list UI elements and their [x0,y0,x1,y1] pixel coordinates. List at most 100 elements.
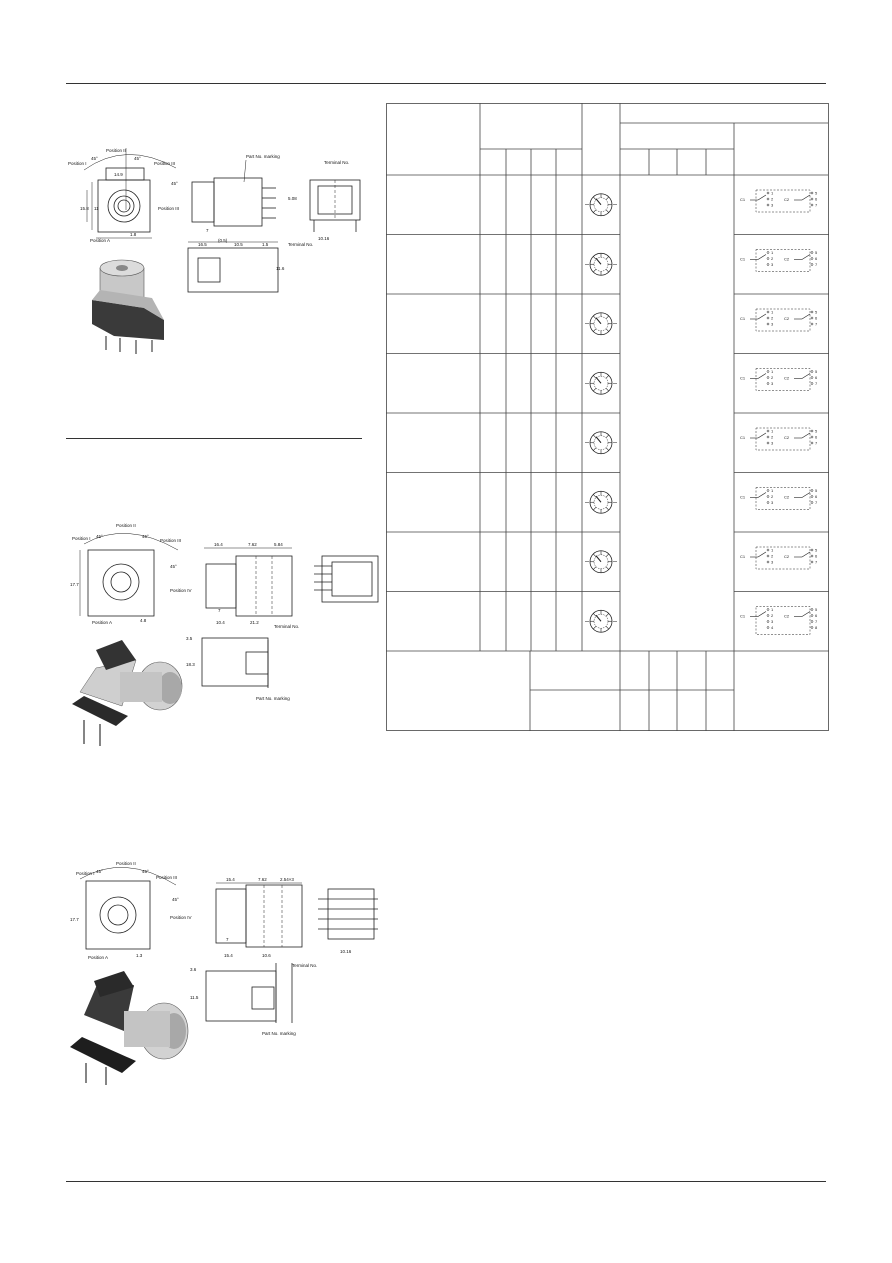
schematic-terminal-left: 3 [771,322,774,327]
dial-diagram [585,609,617,633]
fig3-position-ii: Position II [116,861,136,866]
fig2-front-view: Position II Position I Position III Posi… [70,523,192,625]
fig3-dim-17-7: 17.7 [70,917,79,922]
schematic-common-c1: C1 [740,554,746,559]
fig1-dim-height: 15.8 [80,206,89,211]
fig3-dim-15-4: 15.4 [226,877,235,882]
schematic-terminal-right: 6 [815,435,818,440]
fig3-dim-2-54x3: 2.54×3 [280,877,294,882]
fig3-front-view: Position II Position I Position III Posi… [70,861,192,960]
fig1-angle-3: 45° [171,181,178,186]
schematic-terminal-right: 7 [815,262,818,267]
fig1-bottom-view: 16.5 10.5 1.5 Terminal No. 11.6 [187,241,313,293]
fig2-dim-3-5: 3.5 [186,636,193,641]
schematic-terminal-right: 5 [815,429,818,434]
fig1-dim-16-5: 16.5 [198,242,207,247]
fig1-dim-11-6: 11.6 [276,266,285,271]
schematic-common-c2: C2 [784,614,790,619]
schematic-terminal-left: 2 [771,256,774,261]
fig2-product-photo [72,640,183,746]
schematic-terminal-right: 6 [815,554,818,559]
fig1-dim-1-5: 1.5 [262,242,269,247]
fig3-bottom-view: 11.5 3.6 Part No. marking [190,963,296,1036]
fig1-product-photo [92,259,164,354]
fig2-side-view: 16.4 7.62 5.84 10.4 21.2 Terminal No. 7 [204,542,299,629]
fig2-dim-7-62: 7.62 [248,542,257,547]
fig2-position-iv: Position IV [170,588,192,593]
fig1-terminal-view: Terminal No. 10.16 5.08 [288,160,361,241]
fig2-position-iii: Position III [160,538,181,543]
fig2-dim-5-84: 5.84 [274,542,283,547]
schematic-terminal-left: 3 [771,262,774,267]
schematic-common-c2: C2 [784,257,790,262]
figure-3-drawing: Position II Position I Position III Posi… [66,855,386,1085]
schematic-common-c2: C2 [784,554,790,559]
schematic-terminal-right: 6 [815,256,818,261]
schematic-common-c1: C1 [740,197,746,202]
schematic-terminal-right: 5 [815,548,818,553]
fig1-dim-5-08: 5.08 [288,196,297,201]
schematic-terminal-right: 7 [815,322,818,327]
fig1-angle-1: 45° [91,156,98,161]
fig1-dim-10-5: 10.5 [234,242,243,247]
fig3-angle-1: 45° [96,869,103,874]
schematic-terminal-left: 2 [771,494,774,499]
dial-diagram [585,431,617,455]
schematic-terminal-left: 2 [771,375,774,380]
figure-1-drawing: Position II Position I Position III Posi… [66,140,366,370]
schematic-terminal-left: 1 [771,488,774,493]
schematic-terminal-right: 5 [815,250,818,255]
fig1-position-iii: Position III [154,161,175,166]
fig3-position-a: Position A [88,955,108,960]
schematic-terminal-left: 1 [771,548,774,553]
schematic-common-c1: C1 [740,376,746,381]
fig1-position-ii: Position II [106,148,126,153]
fig3-dim-11-5: 11.5 [190,995,199,1000]
dial-diagram [585,252,617,276]
fig1-dim-7: 7 [206,228,209,233]
schematic-terminal-left: 2 [771,613,774,618]
dial-diagram [585,550,617,574]
schematic-terminal-left: 3 [771,500,774,505]
schematic-terminal-left: 2 [771,316,774,321]
schematic-terminal-left: 3 [771,381,774,386]
fig2-terminal-view [314,555,379,603]
schematic-terminal-right: 7 [815,441,818,446]
figure-2-drawing: Position II Position I Position III Posi… [66,520,386,750]
fig2-dim-10-4: 10.4 [216,620,225,625]
schematic-terminal-right: 7 [815,560,818,565]
fig2-dim-18-3: 18.3 [186,662,195,667]
schematic-common-c2: C2 [784,316,790,321]
fig3-side-view: 15.4 7.62 2.54×3 15.4 10.6 Terminal No. … [215,877,317,968]
fig1-side-view: Part No. marking 7 (0.5) [191,154,280,243]
fig3-dim-7: 7 [226,937,229,942]
fig3-dim-3-6: 3.6 [190,967,197,972]
dial-diagram [585,490,617,514]
schematic-terminal-right: 8 [815,625,818,630]
fig3-terminal-view: 10.16 [318,888,378,954]
fig3-position-iii: Position III [156,875,177,880]
fig1-terminal-no-top: Terminal No. [324,160,349,165]
header-rule [66,83,826,84]
fig1-dim-0-5: (0.5) [218,238,228,243]
fig2-dim-4-8: 4.8 [140,618,147,623]
fig3-position-i: Position I [76,871,95,876]
schematic-common-c2: C2 [784,376,790,381]
schematic-terminal-right: 7 [815,500,818,505]
schematic-terminal-left: 1 [771,310,774,315]
schematic-terminal-right: 5 [815,310,818,315]
fig2-angle-3: 45° [170,564,177,569]
fig3-terminal-no: Terminal No. [292,963,317,968]
schematic-terminal-left: 3 [771,560,774,565]
fig2-part-no-marking: Part No. marking [256,696,290,701]
